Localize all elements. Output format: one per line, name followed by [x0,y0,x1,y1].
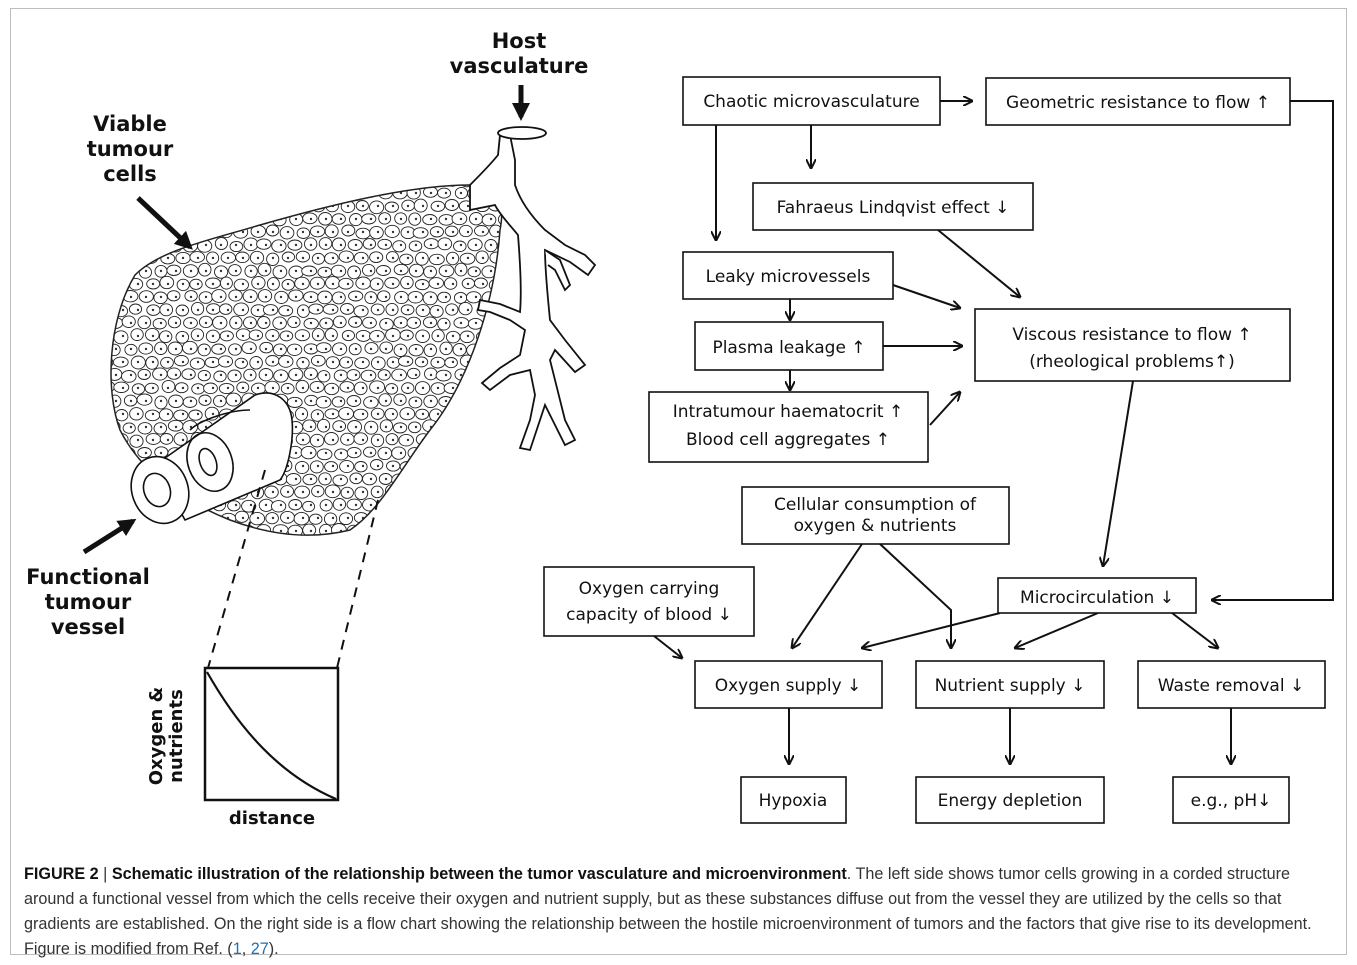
box-nutsupply-text: Nutrient supply ↓ [935,676,1086,696]
box-plasma-leakage: Plasma leakage ↑ [695,322,883,370]
functional-vessel-label-line2: tumour [45,590,132,614]
box-oxsupply-text: Oxygen supply ↓ [715,676,862,696]
host-vessel-tree [470,127,595,450]
box-ph: e.g., pH↓ [1173,777,1289,823]
caption-ref-link[interactable]: 27 [251,940,269,958]
box-haemato-text-line2: Blood cell aggregates ↑ [686,430,890,450]
box-intratumour-haematocrit: Intratumour haematocrit ↑ Blood cell agg… [649,392,928,462]
box-plasma-text: Plasma leakage ↑ [712,338,865,358]
viable-cells-label-line2: tumour [87,137,174,161]
box-chaotic-text: Chaotic microvasculature [703,92,919,112]
box-ph-text: e.g., pH↓ [1191,791,1272,811]
box-cellular-text-line2: oxygen & nutrients [794,516,957,536]
box-cellular-text-line1: Cellular consumption of [774,495,977,515]
box-oxcap-text-line1: Oxygen carrying [579,579,720,599]
box-hypoxia-text: Hypoxia [759,791,828,811]
box-waste-removal: Waste removal ↓ [1138,661,1325,708]
box-oxcap-text-line2: capacity of blood ↓ [566,605,732,625]
box-geometric-resistance: Geometric resistance to flow ↑ [986,78,1290,125]
functional-vessel-label-line1: Functional [26,565,150,589]
box-energy-depletion: Energy depletion [916,777,1104,823]
caption-label: FIGURE 2 [24,865,99,883]
box-viscous-text-line2: (rheological problems↑) [1029,352,1235,372]
caption-end: ). [269,940,279,958]
caption-ref-link[interactable]: 1 [233,940,242,958]
box-viscous-text-line1: Viscous resistance to flow ↑ [1012,325,1251,345]
box-microcirculation: Microcirculation ↓ [998,578,1196,613]
box-nutrient-supply: Nutrient supply ↓ [916,661,1104,708]
viable-cells-arrow [138,198,190,247]
functional-vessel-label-line3: vessel [51,615,125,639]
caption-title: Schematic illustration of the relationsh… [112,865,847,883]
inset-xlabel: distance [229,808,315,829]
caption-separator: | [99,865,112,883]
box-energy-text: Energy depletion [938,791,1083,811]
box-geometric-text: Geometric resistance to flow ↑ [1006,93,1270,113]
box-oxygen-supply: Oxygen supply ↓ [695,661,882,708]
box-leaky-microvessels: Leaky microvessels [683,252,893,299]
host-vasculature-label-line2: vasculature [450,54,589,78]
box-microcirc-text: Microcirculation ↓ [1020,588,1174,608]
box-viscous-resistance: Viscous resistance to flow ↑ (rheologica… [975,309,1290,381]
box-hypoxia: Hypoxia [741,777,846,823]
figure-caption: FIGURE 2 | Schematic illustration of the… [24,862,1334,962]
host-vasculature-label-line1: Host [492,29,547,53]
inset-ylabel-line2: nutrients [166,689,187,783]
inset-ylabel-line1: Oxygen & [146,687,167,786]
box-chaotic-microvasculature: Chaotic microvasculature [683,77,940,125]
box-cellular-consumption: Cellular consumption of oxygen & nutrien… [742,487,1009,544]
box-haemato-text-line1: Intratumour haematocrit ↑ [673,402,904,422]
viable-cells-label-line1: Viable [93,112,167,136]
box-fahraeus-lindqvist: Fahraeus Lindqvist effect ↓ [753,183,1033,230]
functional-vessel-arrow [84,521,133,552]
viable-cells-label-line3: cells [103,162,157,186]
caption-ref-separator: , [242,940,251,958]
box-waste-text: Waste removal ↓ [1158,676,1304,696]
gradient-inset-plot: distance Oxygen & nutrients [146,668,338,829]
box-leaky-text: Leaky microvessels [706,267,871,287]
box-fahraeus-text: Fahraeus Lindqvist effect ↓ [777,198,1010,218]
box-oxygen-carrying-capacity: Oxygen carrying capacity of blood ↓ [544,567,754,636]
flow-chart: Chaotic microvasculature Geometric resis… [544,77,1333,823]
